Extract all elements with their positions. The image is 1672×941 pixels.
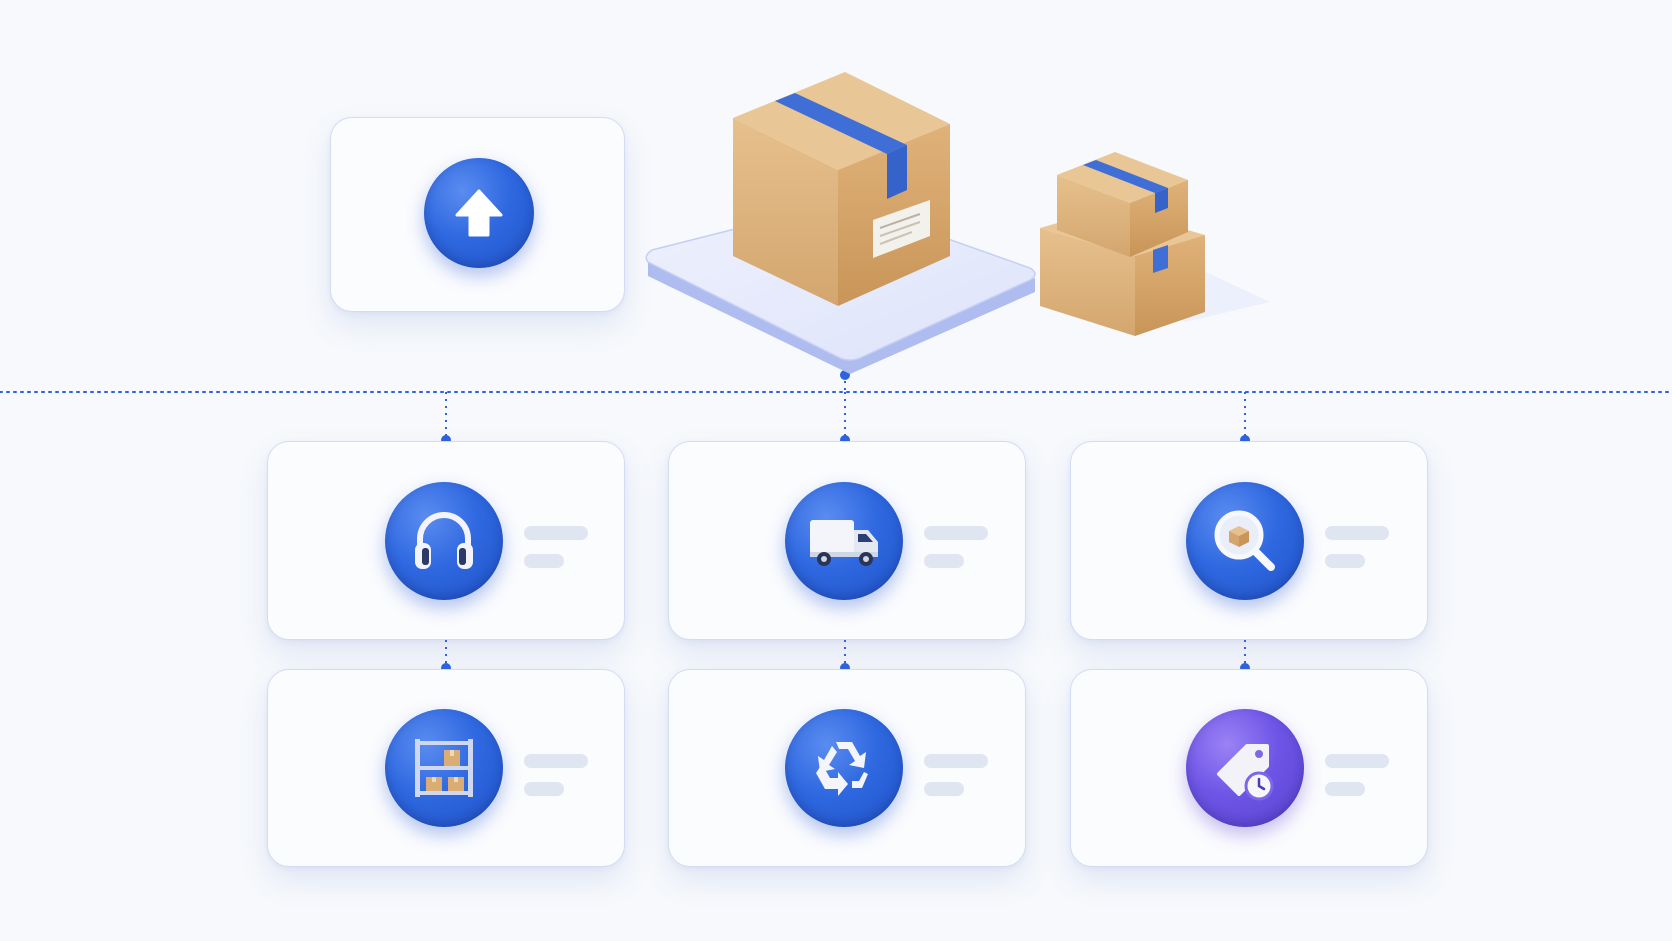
text-placeholder-line [924,782,964,796]
connector-dot [1240,663,1250,673]
card-returns[interactable] [668,669,1026,867]
small-box-top [1057,152,1188,257]
text-placeholder-line [524,782,564,796]
headphones-icon [415,512,473,569]
icon-circle [785,482,903,600]
text-placeholder-line [1325,782,1365,796]
icon-circle [385,709,503,827]
warehouse-shelf-icon [415,739,473,797]
connector-dot [840,663,850,673]
text-placeholder-line [924,754,988,768]
top-card[interactable] [330,117,625,312]
delivery-truck-icon [810,520,878,566]
card-pricing[interactable] [1070,669,1428,867]
icon-circle [1186,482,1304,600]
text-placeholder-line [924,554,964,568]
text-placeholder-line [1325,754,1389,768]
upload-circle[interactable] [424,158,534,268]
price-tag-clock-icon [1217,744,1274,801]
upload-arrow-icon [455,189,503,237]
connector-dot [1240,435,1250,445]
connector-dot [840,435,850,445]
package-search-icon [1214,510,1275,571]
text-placeholder-line [524,526,588,540]
card-delivery[interactable] [668,441,1026,640]
recycle-icon [816,742,868,796]
card-tracking[interactable] [1070,441,1428,640]
connector-dot [441,663,451,673]
icon-circle [385,482,503,600]
text-placeholder-line [924,526,988,540]
card-warehouse[interactable] [267,669,625,867]
text-placeholder-line [524,554,564,568]
icon-circle [785,709,903,827]
connector-dot [441,435,451,445]
icon-circle [1186,709,1304,827]
large-box [733,72,950,306]
text-placeholder-line [524,754,588,768]
card-support[interactable] [267,441,625,640]
text-placeholder-line [1325,554,1365,568]
text-placeholder-line [1325,526,1389,540]
connector-dot [840,370,850,380]
